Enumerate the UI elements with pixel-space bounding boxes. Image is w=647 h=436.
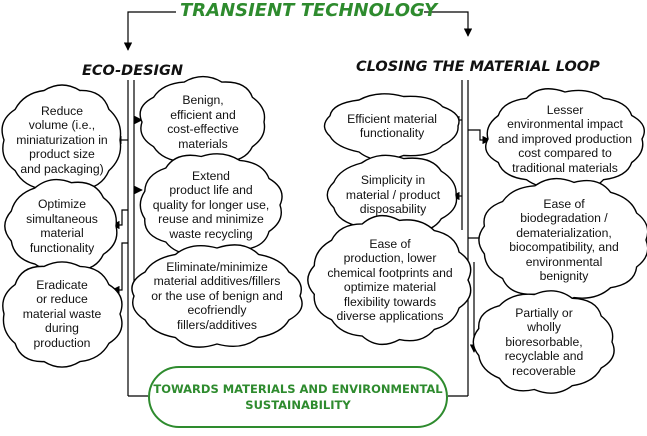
eradicate-waste-cloud-text: Eradicate or reduce material waste durin…: [22, 277, 102, 350]
reduce-volume-cloud-text: Reduce volume (i.e., miniaturization in …: [16, 103, 108, 176]
extend-product-life-cloud-text: Extend product life and quality for long…: [152, 168, 270, 241]
optimize-functionality-cloud-shape: [4, 178, 118, 273]
title-right-connector: [424, 11, 473, 37]
arrow-to-optimize: [111, 209, 128, 230]
sustainability-goal: TOWARDS MATERIALS AND ENVIRONMENTAL SUST…: [148, 366, 448, 428]
optimize-functionality-cloud-text: Optimize simultaneous material functiona…: [26, 197, 98, 255]
biodegradation-cloud-text: Ease of biodegradation / dematerializati…: [509, 196, 619, 284]
ease-of-production-cloud-shape: [307, 214, 472, 346]
section-eco-design: ECO-DESIGN: [82, 63, 183, 79]
diagram-title: TRANSIENT TECHNOLOGY: [180, 0, 438, 21]
lesser-impact-cloud-shape: [485, 88, 645, 190]
bioresorbable-cloud-shape: [472, 290, 615, 394]
arrow-to-eradicate: [111, 242, 128, 295]
benign-materials-cloud-text: Benign, efficient and cost-effective mat…: [167, 93, 239, 151]
simplicity-disposability-cloud-text: Simplicity in material / product disposa…: [345, 173, 441, 217]
section-closing-material-loop: CLOSING THE MATERIAL LOOP: [356, 59, 600, 75]
title-left-connector: [123, 11, 176, 51]
eliminate-additives-cloud-shape: [131, 244, 303, 348]
eradicate-waste-cloud-shape: [2, 261, 123, 368]
efficient-functionality-cloud-text: Efficient material functionality: [347, 111, 437, 141]
biodegradation-cloud-shape: [478, 177, 647, 303]
arrow-to-lesser-impact: [468, 129, 491, 145]
eliminate-additives-cloud-text: Eliminate/minimize material additives/fi…: [151, 259, 283, 332]
lesser-impact-cloud-text: Lesser environmental impact and improved…: [497, 102, 633, 175]
bioresorbable-cloud-text: Partially or wholly bioresorbable, recyc…: [504, 305, 584, 378]
ease-of-production-cloud-text: Ease of production, lower chemical footp…: [327, 236, 453, 324]
efficient-functionality-cloud-shape: [323, 93, 460, 161]
